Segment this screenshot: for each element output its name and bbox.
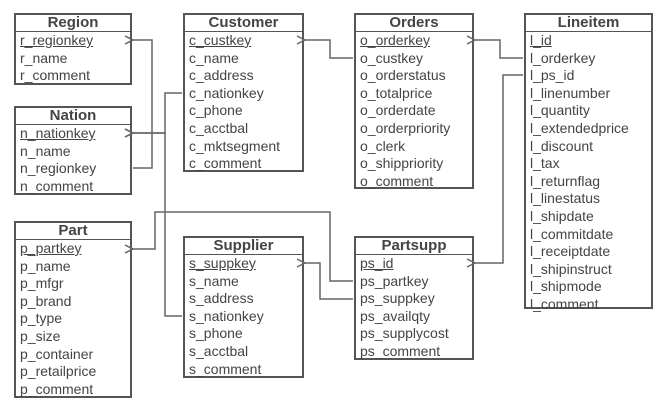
part-field-1: p_name bbox=[20, 257, 71, 274]
orders-field-6: o_clerk bbox=[360, 137, 406, 154]
link-lineitem-orders bbox=[475, 40, 523, 59]
link-partsupp-supplier bbox=[305, 263, 353, 300]
orders-field-7: o_shippriority bbox=[360, 155, 444, 172]
nation-title: Nation bbox=[16, 108, 130, 125]
partsupp-field-1: ps_partkey bbox=[360, 272, 429, 289]
lineitem-field-10: l_shipdate bbox=[530, 207, 594, 224]
partsupp-title: Partsupp bbox=[356, 238, 472, 255]
partsupp-field-4: ps_supplycost bbox=[360, 325, 449, 342]
nation-field-1: n_name bbox=[20, 142, 71, 159]
region-title: Region bbox=[16, 15, 130, 32]
lineitem-field-12: l_receiptdate bbox=[530, 243, 611, 260]
supplier-field-0: s_suppkey bbox=[189, 255, 256, 271]
region-field-2: r_comment bbox=[20, 67, 91, 84]
supplier-field-6: s_comment bbox=[189, 360, 262, 377]
customer-field-7: c_comment bbox=[189, 155, 262, 172]
lineitem-field-11: l_commitdate bbox=[530, 225, 614, 242]
part-title: Part bbox=[16, 223, 130, 240]
orders-field-3: o_totalprice bbox=[360, 84, 433, 101]
customer-field-2: c_address bbox=[189, 67, 254, 84]
link-nation-region bbox=[133, 40, 153, 169]
orders-field-8: o_comment bbox=[360, 172, 434, 189]
customer-field-4: c_phone bbox=[189, 102, 243, 119]
orders-field-4: o_orderdate bbox=[360, 102, 436, 119]
link-supplier-nation bbox=[133, 133, 182, 317]
orders-field-0: o_orderkey bbox=[360, 32, 431, 48]
partsupp-field-2: ps_suppkey bbox=[360, 290, 435, 307]
supplier-field-5: s_acctbal bbox=[189, 342, 249, 359]
lineitem-field-0: l_id bbox=[530, 32, 552, 48]
part-field-8: p_comment bbox=[20, 380, 94, 397]
lineitem-field-2: l_ps_id bbox=[530, 67, 575, 84]
supplier-field-4: s_phone bbox=[189, 325, 243, 342]
lineitem-field-5: l_extendedprice bbox=[530, 119, 629, 136]
region-field-1: r_name bbox=[20, 49, 68, 66]
lineitem-field-8: l_returnflag bbox=[530, 172, 601, 189]
supplier-field-3: s_nationkey bbox=[189, 307, 264, 324]
customer-field-1: c_name bbox=[189, 49, 239, 66]
lineitem-field-15: l_comment bbox=[530, 295, 599, 312]
part-field-5: p_size bbox=[20, 327, 61, 344]
part-field-0: p_partkey bbox=[20, 240, 82, 256]
supplier-field-1: s_name bbox=[189, 272, 239, 289]
lineitem-field-7: l_tax bbox=[530, 155, 560, 172]
lineitem-field-9: l_linestatus bbox=[530, 190, 601, 207]
nation-field-3: n_comment bbox=[20, 177, 94, 194]
partsupp-field-5: ps_comment bbox=[360, 342, 441, 359]
part-field-7: p_retailprice bbox=[20, 363, 97, 380]
nation-field-2: n_regionkey bbox=[20, 160, 97, 177]
lineitem-field-3: l_linenumber bbox=[530, 84, 611, 101]
lineitem-field-1: l_orderkey bbox=[530, 49, 596, 66]
supplier-title: Supplier bbox=[185, 238, 302, 255]
partsupp-field-3: ps_availqty bbox=[360, 307, 431, 324]
part-field-6: p_container bbox=[20, 345, 94, 362]
lineitem-field-13: l_shipinstruct bbox=[530, 260, 612, 277]
region-field-0: r_regionkey bbox=[20, 32, 94, 48]
lineitem-field-14: l_shipmode bbox=[530, 278, 602, 295]
partsupp-field-0: ps_id bbox=[360, 255, 394, 271]
lineitem-title: Lineitem bbox=[526, 15, 651, 32]
customer-field-0: c_custkey bbox=[189, 32, 252, 48]
link-lineitem-partsupp bbox=[475, 74, 523, 263]
orders-field-5: o_orderpriority bbox=[360, 119, 451, 136]
orders-field-2: o_orderstatus bbox=[360, 67, 446, 84]
part-field-2: p_mfgr bbox=[20, 275, 64, 292]
customer-field-6: c_mktsegment bbox=[189, 137, 281, 154]
link-orders-customer bbox=[305, 40, 353, 59]
orders-title: Orders bbox=[356, 15, 472, 32]
lineitem-field-6: l_discount bbox=[530, 137, 594, 154]
nation-field-0: n_nationkey bbox=[20, 125, 96, 141]
lineitem-field-4: l_quantity bbox=[530, 102, 590, 119]
customer-field-5: c_acctbal bbox=[189, 119, 249, 136]
part-field-4: p_type bbox=[20, 310, 63, 327]
orders-field-1: o_custkey bbox=[360, 49, 424, 66]
part-field-3: p_brand bbox=[20, 292, 72, 309]
link-customer-nation bbox=[133, 92, 182, 133]
customer-field-3: c_nationkey bbox=[189, 84, 264, 101]
customer-title: Customer bbox=[185, 15, 302, 32]
supplier-field-2: s_address bbox=[189, 290, 254, 307]
